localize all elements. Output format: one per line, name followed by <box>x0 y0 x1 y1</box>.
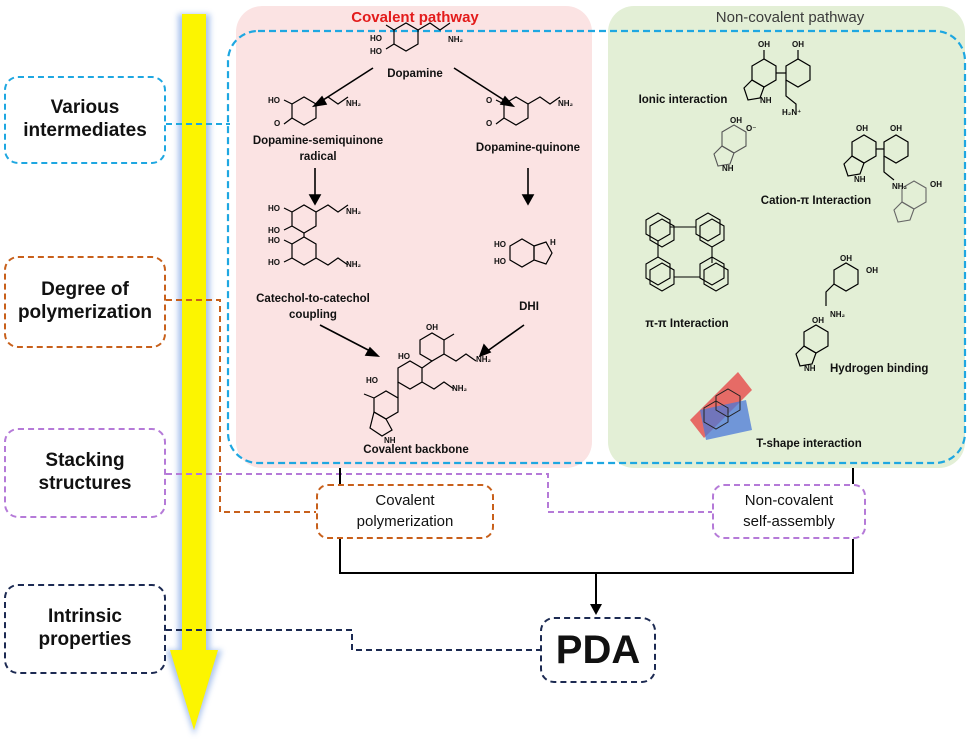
dhi-label: DHI <box>519 301 539 313</box>
backbone-ho-3: HO <box>366 376 378 385</box>
cation-pi-nh: NH <box>854 175 866 184</box>
hydrogen-oh-1: OH <box>840 254 852 263</box>
quinone-o-2: O <box>486 119 493 128</box>
catechol-nh2-2: NH₂ <box>346 260 362 269</box>
cation-pi-oh-1: OH <box>856 124 868 133</box>
dhi-h: H <box>550 238 556 247</box>
ionic-partner-nh: NH <box>722 164 734 173</box>
noncovalent-pathway-title: Non-covalent pathway <box>715 9 865 26</box>
ionic-interaction-label: Ionic interaction <box>638 94 728 106</box>
degree-of-polymerization-box: Degree of polymerization <box>4 256 166 348</box>
semiquinone-structure <box>283 96 349 126</box>
dhi-ho-2: HO <box>494 257 506 266</box>
ionic-o-minus: O⁻ <box>746 124 757 133</box>
quinone-structure <box>495 96 561 126</box>
backbone-nh2-2: NH₂ <box>452 384 468 393</box>
hydrogen-oh-2: OH <box>866 266 878 275</box>
cation-pi-nh2: NH₂ <box>892 182 908 191</box>
backbone-nh2-1: NH₂ <box>476 355 492 364</box>
various-intermediates-box: Various intermediates <box>4 76 166 164</box>
semiquinone-ho: HO <box>268 96 280 105</box>
dopamine-structure <box>385 22 451 52</box>
merge-arrowhead <box>590 604 602 615</box>
covalent-backbone-structure <box>363 332 477 437</box>
semiquinone-nh2: NH₂ <box>346 99 362 108</box>
pda-box: PDA <box>540 617 656 683</box>
catechol-dimer-structure <box>283 204 349 266</box>
ionic-h2n-plus: H₂N⁺ <box>782 108 802 117</box>
dopamine-nh2: NH₂ <box>448 35 464 44</box>
pi-pi-structure <box>645 212 729 292</box>
catechol-ho-4: HO <box>268 258 280 267</box>
backbone-nh: NH <box>384 436 396 445</box>
polymerization-connector <box>166 299 318 513</box>
catechol-ho-3: HO <box>268 236 280 245</box>
semiquinone-label: Dopamine-semiquinone radical <box>252 135 384 163</box>
hydrogen-binding-label: Hydrogen binding <box>830 363 929 375</box>
dhi-ho-1: HO <box>494 240 506 249</box>
stacking-structures-box: Stacking structures <box>4 428 166 518</box>
hydrogen-nh: NH <box>804 364 816 373</box>
dopamine-ho-1: HO <box>370 34 382 43</box>
backbone-oh-1: OH <box>426 323 438 332</box>
ionic-oh-2: OH <box>792 40 804 49</box>
hydrogen-oh-3: OH <box>812 316 824 325</box>
pi-pi-label: π-π Interaction <box>645 318 729 330</box>
catechol-ho-1: HO <box>268 204 280 213</box>
catechol-nh2-1: NH₂ <box>346 207 362 216</box>
hydrogen-nh2: NH₂ <box>830 310 846 319</box>
cation-pi-partner-oh: OH <box>930 180 942 189</box>
ionic-oh-1: OH <box>758 40 770 49</box>
cation-pi-label: Cation-π Interaction <box>760 195 872 207</box>
hydrogen-bond-structure <box>795 262 859 367</box>
quinone-nh2: NH₂ <box>558 99 574 108</box>
t-shape-structure <box>690 372 752 440</box>
dhi-structure <box>509 238 553 268</box>
timeline-arrow <box>170 14 218 730</box>
stacking-connector <box>166 473 713 513</box>
ionic-partner-oh: OH <box>730 116 742 125</box>
ionic-partner-structure <box>713 124 747 167</box>
covalent-pathway-title: Covalent pathway <box>351 9 479 26</box>
dopamine-label: Dopamine <box>387 68 443 80</box>
covalent-backbone-label: Covalent backbone <box>363 444 469 456</box>
covalent-panel <box>236 6 592 468</box>
catechol-coupling-label: Catechol-to-catechol coupling <box>256 293 370 321</box>
dopamine-ho-2: HO <box>370 47 382 56</box>
covalent-polymerization-box: Covalent polymerization <box>316 484 494 539</box>
ionic-nh: NH <box>760 96 772 105</box>
noncovalent-self-assembly-box: Non-covalent self-assembly <box>712 484 866 539</box>
intrinsic-connector <box>166 629 542 651</box>
intrinsic-properties-box: Intrinsic properties <box>4 584 166 674</box>
ionic-structure <box>743 50 811 114</box>
quinone-label: Dopamine-quinone <box>475 142 581 154</box>
catechol-ho-2: HO <box>268 226 280 235</box>
cation-pi-oh-2: OH <box>890 124 902 133</box>
semiquinone-o: O <box>274 119 281 128</box>
intermediates-outline <box>226 29 967 465</box>
cation-pi-partner-structure <box>893 180 927 223</box>
t-shape-label: T-shape interaction <box>756 438 862 450</box>
backbone-ho-2: HO <box>398 352 410 361</box>
cation-pi-structure <box>843 134 909 181</box>
quinone-o-1: O <box>486 96 493 105</box>
